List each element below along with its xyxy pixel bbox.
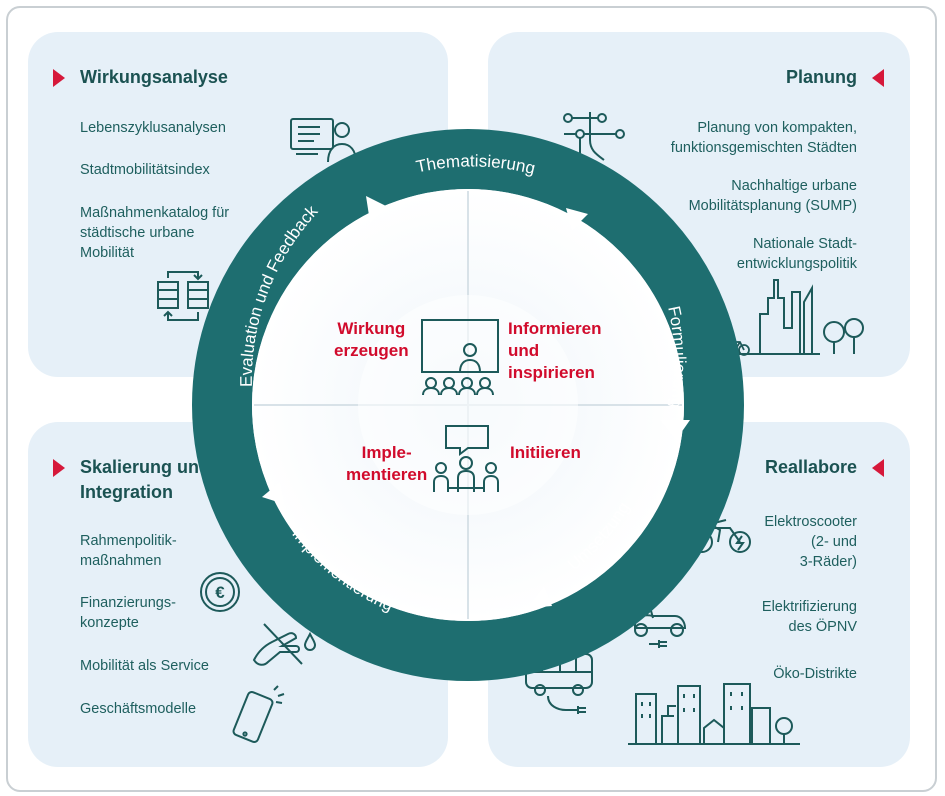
no-fuel-icon	[250, 620, 320, 670]
item-lebenszyklusanalysen: Lebenszyklusanalysen	[80, 120, 226, 136]
panel-title-skalierung-line2: Integration	[80, 482, 173, 502]
red-marker-icon	[53, 459, 65, 477]
item-kompakte-staedte: Planung von kompakten, funktionsgemischt…	[670, 120, 857, 156]
arrow-icon	[366, 196, 386, 222]
center-initiieren: Initiieren	[510, 443, 581, 462]
trees-icon	[820, 318, 868, 356]
item-stadtmobilitaetsindex: Stadtmobilitätsindex	[80, 162, 210, 178]
presenter-screen-icon	[288, 114, 358, 166]
center-implementieren: Imple- mentieren	[346, 443, 428, 484]
item-mobilitaet-als-service: Mobilität als Service	[80, 658, 209, 674]
center-informieren-inspirieren: Informieren und inspirieren	[508, 319, 602, 382]
red-marker-icon	[872, 69, 884, 87]
item-elektroscooter: Elektroscooter (2- und 3-Räder)	[764, 514, 857, 570]
red-marker-icon	[53, 69, 65, 87]
smartphone-icon	[228, 684, 286, 748]
item-oeko-distrikte: Öko-Distrikte	[773, 666, 857, 682]
item-sump: Nachhaltige urbane Mobilitätsplanung (SU…	[688, 178, 857, 214]
svg-text:€: €	[215, 583, 225, 602]
server-cycle-icon	[155, 268, 211, 324]
cycle-ring	[192, 129, 744, 681]
panel-title-reallabore: Reallabore	[764, 457, 857, 477]
panel-title-planung: Planung	[786, 67, 857, 87]
item-massnahmenkatalog: Maßnahmenkatalog für städtische urbane M…	[80, 205, 230, 261]
euro-coin-icon: €	[198, 570, 242, 614]
arrow-icon	[262, 482, 284, 504]
arrow-icon	[566, 208, 588, 230]
panel-title-wirkungsanalyse: Wirkungsanalyse	[80, 67, 228, 87]
item-stadtentwicklungspolitik: Nationale Stadt- entwicklungspolitik	[736, 236, 857, 272]
item-geschaeftsmodelle: Geschäftsmodelle	[80, 701, 197, 717]
arrow-icon	[660, 420, 690, 440]
eco-district-icon	[628, 680, 800, 746]
meeting-discussion-icon	[433, 425, 499, 492]
item-finanzierungskonzepte: Finanzierungs- konzepte	[80, 595, 176, 631]
presentation-audience-icon	[421, 319, 499, 396]
panel-title-skalierung-line1: Skalierung und	[80, 457, 211, 477]
center-wirkung-erzeugen: Wirkung erzeugen	[334, 319, 409, 360]
red-marker-icon	[872, 459, 884, 477]
item-rahmenpolitik: Rahmenpolitik- maßnahmen	[80, 533, 177, 569]
item-elektrifizierung-oepnv: Elektrifizierung des ÖPNV	[761, 599, 857, 635]
arrow-icon	[528, 586, 552, 608]
